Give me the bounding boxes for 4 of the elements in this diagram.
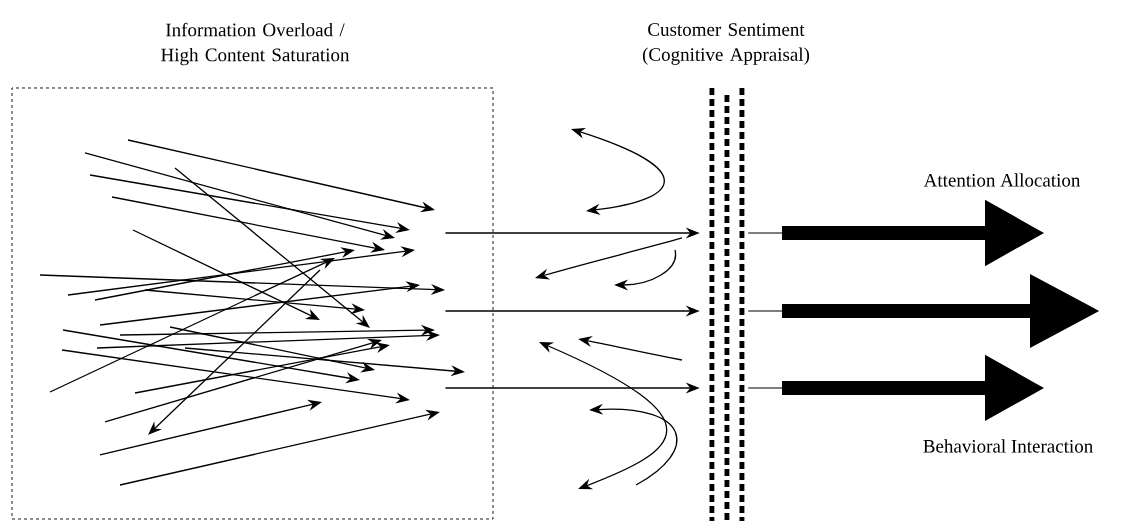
heading: Customer Sentiment (Cognitive Appraisal) — [642, 23, 810, 65]
edge-label: Behavioral Interaction — [920, 437, 1096, 455]
edge-label: Attention Allocation — [921, 171, 1083, 189]
heading: Information Overload / High Content Saturation — [161, 22, 350, 66]
